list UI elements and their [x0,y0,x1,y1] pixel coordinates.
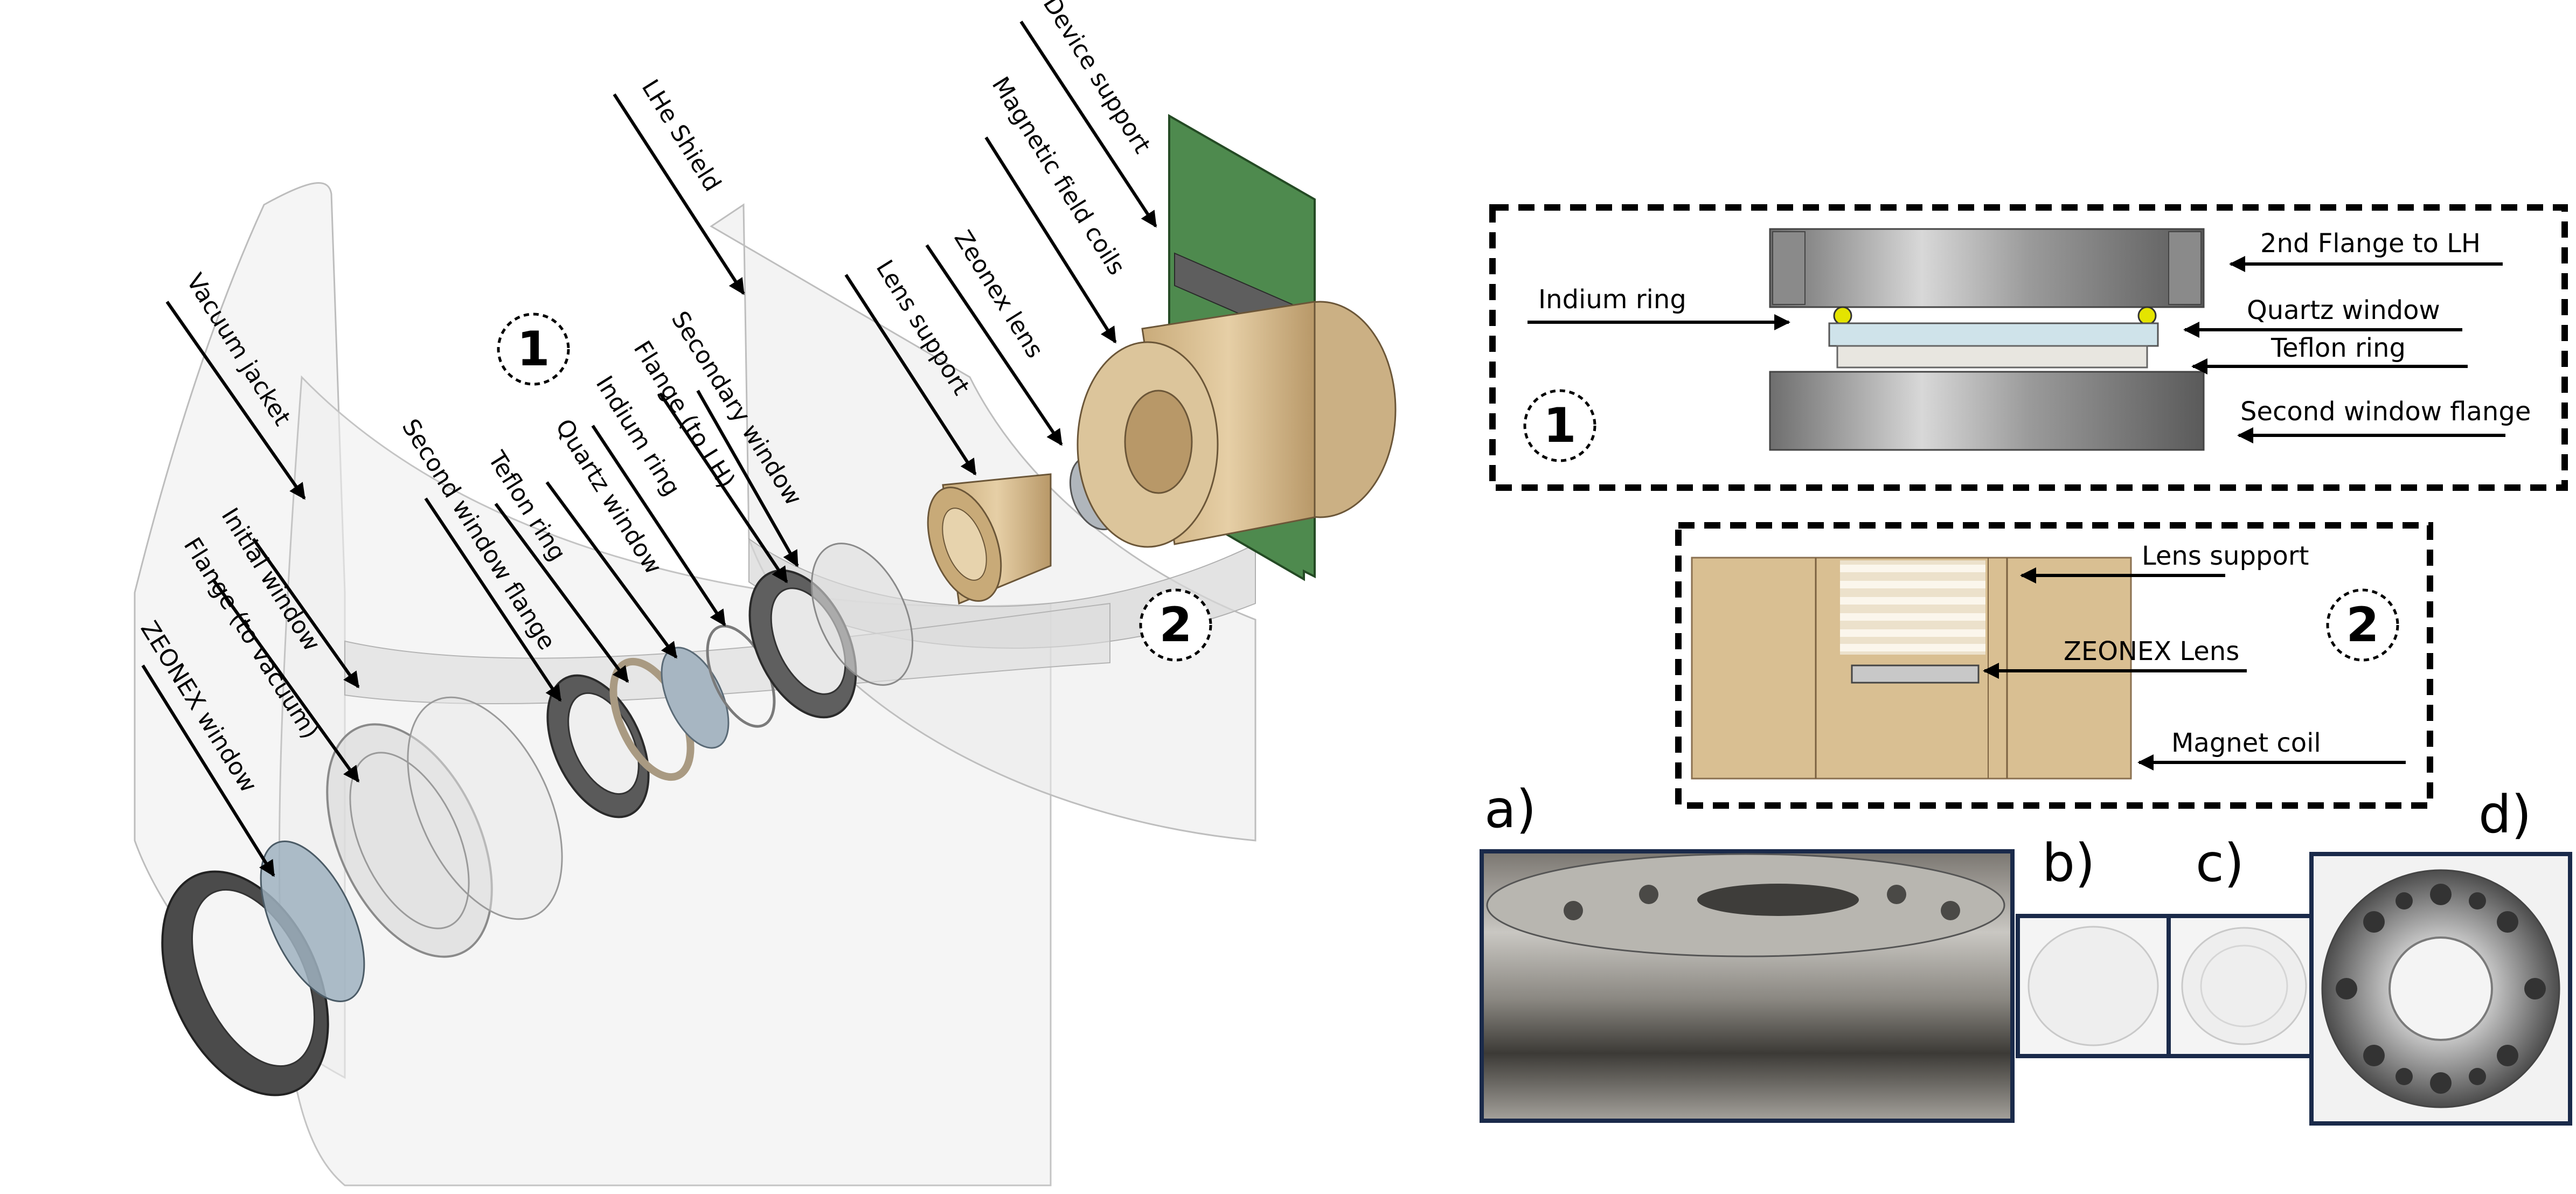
marker-2: 2 [1139,588,1212,662]
svg-text:ZEONEX Lens: ZEONEX Lens [2064,636,2239,667]
detail-1-indium-ring-callout: Indium ring [1527,284,1790,330]
secondary-window-assembly [748,543,914,719]
detail-1-marker: 1 [1523,389,1596,462]
callout-device-support: Device support [1019,0,1157,228]
svg-text:Teflon ring: Teflon ring [2271,333,2406,363]
svg-text:1: 1 [1543,398,1576,453]
svg-text:Lens support: Lens support [2142,541,2309,571]
detail-1-second-flange-callout: 2nd Flange to LH [2229,228,2503,272]
initial-window-assembly [326,696,563,958]
photo-c: c) [2167,833,2319,1058]
svg-text:2nd Flange to LH: 2nd Flange to LH [2260,228,2481,259]
photo-d: d) [2309,785,2572,1126]
detail-2-zeonex-lens-callout: ZEONEX Lens [1983,636,2247,679]
detail-2-lens-support-callout: Lens support [2020,541,2309,584]
svg-text:a): a) [1484,779,1536,839]
svg-text:2: 2 [2346,597,2379,652]
lens-support-part [927,473,1052,605]
detail-1-panel: 1 Indium ring 2nd Flange to LH Quartz wi… [1489,204,2568,491]
svg-text:Second window flange: Second window flange [2240,397,2531,427]
svg-text:c): c) [2196,833,2244,893]
callout-lhe-shield: LHe Shield [613,75,745,295]
detail-2-marker: 2 [2326,588,2399,662]
svg-text:2: 2 [1159,597,1192,652]
svg-text:b): b) [2042,833,2095,893]
detail-1-teflon-ring-callout: Teflon ring [2191,333,2468,374]
detail-1-second-window-flange-callout: Second window flange [2237,397,2531,443]
detail-1-quartz-window-callout: Quartz window [2183,295,2462,338]
detail-2-magnet-coil-callout: Magnet coil [2137,728,2406,770]
svg-text:LHe Shield: LHe Shield [636,75,726,196]
marker-1: 1 [497,313,570,386]
magnetic-coils-part [1077,301,1397,548]
svg-text:Magnet coil: Magnet coil [2171,728,2321,758]
zeonex-window-disc [260,841,365,1002]
lens-support-threads [1840,560,1985,655]
detail-2-panel: 2 Lens support ZEONEX Lens Magnet coil [1675,522,2433,809]
svg-text:d): d) [2478,785,2531,845]
svg-text:1: 1 [517,321,550,377]
photo-b: b) [2016,833,2171,1058]
zeonex-lens-detail [1851,664,1980,684]
svg-text:Indium ring: Indium ring [1538,284,1686,315]
photo-a: a) [1480,779,2015,1123]
exploded-view: 1 2 ZEONEX window Flange (to vacuum) Ini… [134,0,1397,1186]
second-window-flange [546,674,650,818]
svg-text:Zeonex lens: Zeonex lens [949,226,1049,363]
svg-text:Quartz window: Quartz window [2247,295,2440,325]
vacuum-jacket-face [278,375,1052,1186]
